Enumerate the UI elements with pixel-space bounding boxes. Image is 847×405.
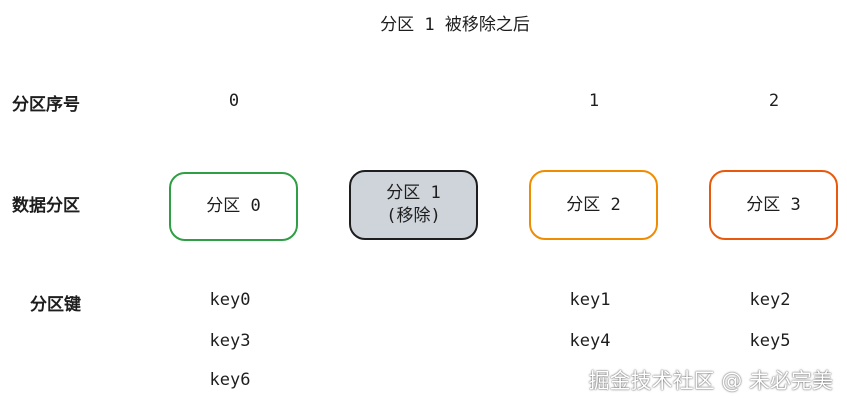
partition-label: 分区 2 <box>566 194 621 215</box>
key-item: key4 <box>569 331 611 351</box>
partition-box-0: 分区 0 <box>169 172 298 241</box>
partition-label: 分区 1 <box>386 183 441 203</box>
key-item: key3 <box>209 331 251 351</box>
diagram-title: 分区 1 被移除之后 <box>380 15 530 35</box>
partition-box-3: 分区 3 <box>709 170 838 240</box>
partition-label: 分区 3 <box>746 194 801 215</box>
index-2: 2 <box>768 91 780 111</box>
index-0: 0 <box>228 91 240 111</box>
row-label-partition-key: 分区键 <box>30 295 81 315</box>
partition-box-1-removed: 分区 1 (移除) <box>349 170 478 240</box>
key-item: key0 <box>209 290 251 310</box>
key-item: key1 <box>569 290 611 310</box>
partition-label: 分区 0 <box>206 196 261 216</box>
index-1: 1 <box>588 91 600 111</box>
partition-status: (移除) <box>386 206 441 226</box>
key-item: key6 <box>209 370 251 390</box>
row-label-index: 分区序号 <box>12 95 80 115</box>
key-item: key5 <box>749 331 791 351</box>
row-label-data-partition: 数据分区 <box>12 196 80 216</box>
watermark: 掘金技术社区 @ 未必完美 <box>588 369 833 393</box>
key-item: key2 <box>749 290 791 310</box>
partition-box-2: 分区 2 <box>529 170 658 240</box>
